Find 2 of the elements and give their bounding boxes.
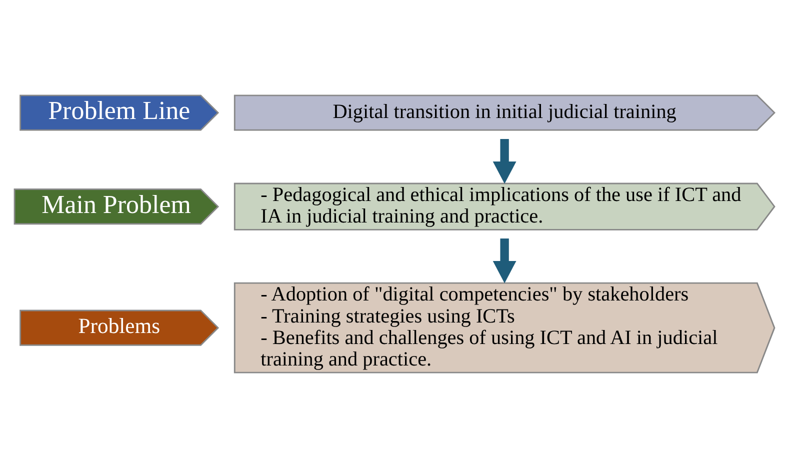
arrow xyxy=(492,139,516,184)
arrow xyxy=(492,238,516,284)
